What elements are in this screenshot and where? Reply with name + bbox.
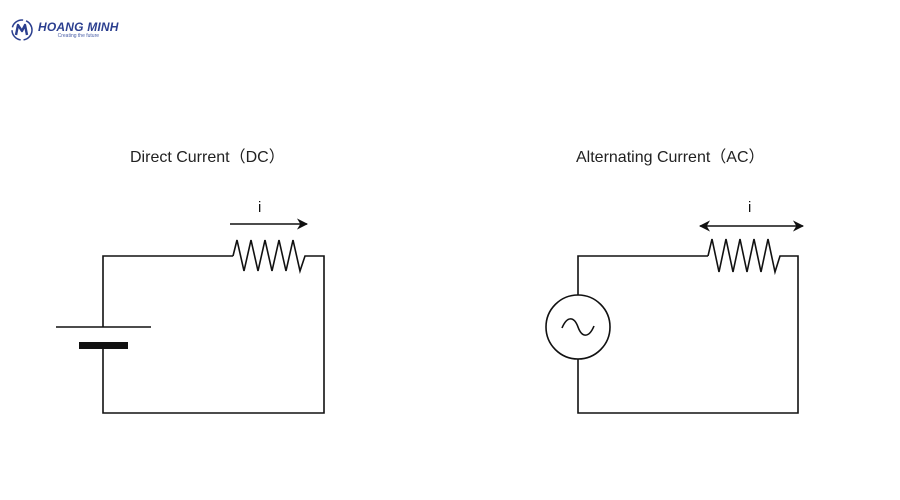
ac-source-icon <box>545 294 611 360</box>
logo-name: HOANG MINH <box>38 20 119 34</box>
dc-resistor-icon <box>102 239 325 414</box>
logo-mark-icon <box>11 19 33 41</box>
dc-wire <box>102 255 233 327</box>
logo-tagline: Creating the future <box>57 33 100 39</box>
dc-circuit <box>56 218 325 414</box>
ac-resistor-icon <box>577 238 799 414</box>
battery-short-plate <box>79 342 128 349</box>
logo: HOANG MINH Creating the future <box>10 18 119 42</box>
ac-current-label: i <box>748 199 752 216</box>
dc-current-label: i <box>258 199 262 216</box>
dc-title: Direct Current（DC） <box>130 149 285 166</box>
ac-circuit <box>545 220 805 414</box>
ac-wire <box>577 255 708 295</box>
ac-title: Alternating Current（AC） <box>576 149 765 166</box>
sine-wave-icon <box>561 318 595 336</box>
